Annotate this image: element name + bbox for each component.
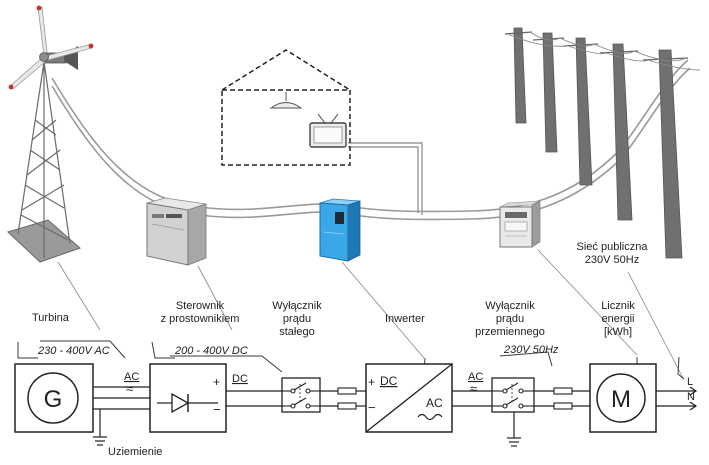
inverter-illustration xyxy=(319,198,361,262)
inverter-box xyxy=(365,363,453,433)
schematic-frame xyxy=(17,340,685,380)
house-connection-cable xyxy=(348,142,423,215)
power-lines xyxy=(507,31,701,71)
rectifier-box xyxy=(149,363,227,433)
inverter-dc-label: DC xyxy=(380,374,398,388)
meter-label: Licznik energii [kWh] xyxy=(588,300,648,339)
ac-fuses xyxy=(553,387,573,410)
dc-label-rectifier: DC xyxy=(232,373,248,385)
overhead-cable xyxy=(51,59,691,221)
controller-label-line1: Sterownik xyxy=(175,300,225,312)
meter-label-line2: energii xyxy=(601,313,635,325)
wind-turbine-illustration xyxy=(7,5,94,263)
controller-label-line2: z prostownikiem xyxy=(160,313,240,325)
ac-switch-box xyxy=(491,377,535,413)
ac-tilde-output: ≈ xyxy=(470,381,477,396)
turbine-voltage-label: 230 - 400V AC xyxy=(38,345,110,357)
lamp-icon xyxy=(269,92,303,109)
ac-switch-label-line3: przemiennego xyxy=(475,326,545,338)
line-N-label: N xyxy=(687,391,695,403)
ac-switch-label: Wyłącznik prądu przemiennego xyxy=(470,300,550,339)
ac-output-wires xyxy=(452,390,590,447)
house-outline xyxy=(221,49,351,166)
grid-output-lines xyxy=(656,386,698,411)
energy-meter-illustration xyxy=(499,200,541,248)
ac-switch-label-line2: prądu xyxy=(495,313,525,325)
ac-label-turbine: AC xyxy=(124,371,139,383)
meter-box xyxy=(589,363,657,433)
plus-sign: + xyxy=(213,375,220,389)
controller-cabinet-illustration xyxy=(146,197,207,266)
utility-poles-illustration xyxy=(513,27,683,259)
dc-switch-label-line2: prądu xyxy=(282,313,312,325)
inverter-label: Inwerter xyxy=(385,313,425,325)
meter-symbol: M xyxy=(611,386,631,413)
dc-wires xyxy=(226,390,366,407)
ground-label: Uziemienie xyxy=(108,446,163,458)
label-pointer-lines xyxy=(57,249,684,379)
public-grid-label-line2: 230V 50Hz xyxy=(584,254,640,266)
ac-switch-voltage-label: 230V 50Hz xyxy=(504,344,559,356)
meter-label-line1: Licznik xyxy=(601,300,635,312)
dc-switch-box xyxy=(281,377,321,413)
meter-label-line3: [kWh] xyxy=(603,326,633,338)
controller-voltage-label: 200 - 400V DC xyxy=(175,345,248,357)
generator-box xyxy=(14,363,94,433)
public-grid-label: Sieć publiczna 230V 50Hz xyxy=(562,241,662,267)
generator-symbol: G xyxy=(44,386,63,413)
line-L-label: L xyxy=(687,376,693,388)
ac-switch-label-line1: Wyłącznik xyxy=(485,300,535,312)
public-grid-label-line1: Sieć publiczna xyxy=(576,241,648,253)
dc-fuses xyxy=(337,387,357,410)
ac-label-output: AC xyxy=(468,371,483,383)
tv-icon xyxy=(309,113,347,148)
inverter-plus: + xyxy=(368,375,375,389)
dc-switch-label-line3: stałego xyxy=(279,326,315,338)
inverter-ac-label: AC xyxy=(426,396,443,410)
minus-sign: − xyxy=(213,402,221,417)
ac-tilde-turbine: ≈ xyxy=(126,381,133,396)
three-phase-wires xyxy=(93,386,150,410)
inverter-minus: − xyxy=(368,400,376,415)
dc-switch-label-line1: Wyłącznik xyxy=(272,300,322,312)
controller-label: Sterownik z prostownikiem xyxy=(150,300,250,326)
turbine-label: Turbina xyxy=(32,312,69,324)
dc-switch-label: Wyłącznik prądu stałego xyxy=(262,300,332,339)
ground-symbol xyxy=(93,409,107,446)
